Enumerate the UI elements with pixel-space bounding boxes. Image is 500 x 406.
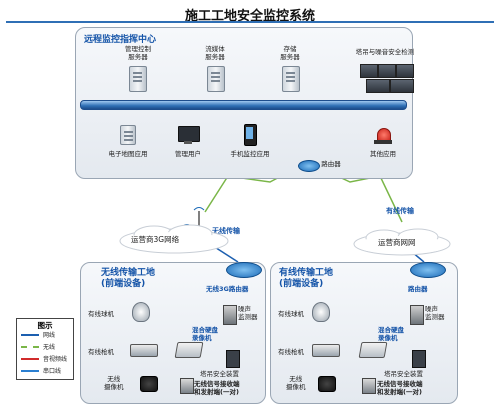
legend-swatch-serial: [21, 370, 39, 372]
alarm-base-icon: [374, 140, 392, 144]
wired-site-title: 有线传输工地 (前端设备): [279, 268, 334, 289]
3g-router-label: 无线3G路由器: [206, 285, 249, 293]
rack-icon: [396, 64, 414, 78]
receiver-icon[interactable]: [362, 378, 376, 394]
server-icon[interactable]: [129, 66, 147, 92]
3g-router-icon[interactable]: [226, 262, 262, 278]
client-label-mobile: 手机监控应用: [230, 150, 270, 158]
client-label-admin: 管理用户: [175, 150, 201, 158]
network-bus: [80, 100, 407, 110]
right-gun-cam-label: 有线枪机: [278, 348, 304, 356]
right-tower-label: 塔吊安全装置: [384, 370, 423, 378]
box-camera-icon[interactable]: [312, 344, 340, 357]
left-recorder-label: 混合硬盘 录像机: [192, 326, 218, 342]
noise-monitor-icon[interactable]: [223, 305, 237, 325]
legend-label-wireless: 无线: [43, 344, 56, 351]
page-title: 施工工地安全监控系统: [184, 9, 315, 24]
dvr-icon[interactable]: [358, 342, 388, 358]
rack-icon: [378, 64, 396, 78]
router-icon[interactable]: [298, 160, 320, 172]
left-gun-cam-label: 有线枪机: [88, 348, 114, 356]
legend-swatch-av: [21, 358, 39, 360]
wireless-camera-icon[interactable]: [140, 376, 158, 392]
phone-screen-icon: [246, 127, 253, 139]
title-underline: [6, 21, 494, 23]
noise-monitor-icon[interactable]: [410, 305, 424, 325]
router-label: 路由器: [321, 160, 341, 168]
monitor-stand-icon: [184, 141, 192, 144]
legend-label-av: 音视频线: [43, 356, 68, 363]
client-label-gis: 电子地图应用: [108, 150, 148, 158]
legend-title: 图示: [37, 321, 53, 330]
cloud-network-label: 运营商网网: [378, 238, 416, 247]
dvr-icon[interactable]: [174, 342, 204, 358]
left-receiver-label: 无线信号接收端 和发射端(一对): [194, 380, 240, 396]
cloud-3g-icon: [119, 224, 229, 254]
receiver-icon[interactable]: [180, 378, 194, 394]
rack-icon: [360, 64, 378, 78]
cloud-3g-label: 运营商3G网络: [131, 235, 180, 244]
legend-box: 图示 网线 无线 音视频线 串口线: [16, 318, 74, 380]
monitor-icon[interactable]: [178, 126, 200, 142]
legend-swatch-wireless: [21, 346, 39, 348]
wireless-site-panel: 无线传输工地 (前端设备): [80, 262, 266, 404]
right-receiver-label: 无线信号接收端 和发射端(一对): [377, 380, 423, 396]
server-label-mgmt: 管理控制 服务器: [125, 45, 151, 61]
wired-link-label: 有线传输: [386, 207, 414, 215]
wireless-camera-icon[interactable]: [318, 376, 336, 392]
tower-safety-icon[interactable]: [226, 350, 240, 368]
router-icon[interactable]: [410, 262, 446, 278]
tower-noise-label: 塔吊与噪音安全检测: [355, 48, 415, 56]
left-noise-label: 噪声 监测器: [238, 305, 258, 321]
rack-icon: [390, 79, 414, 93]
server-icon[interactable]: [207, 66, 225, 92]
wireless-site-title: 无线传输工地 (前端设备): [101, 268, 156, 289]
client-label-other: 其他应用: [370, 150, 396, 158]
left-ball-cam-label: 有线球机: [88, 310, 114, 318]
wireless-link-label: 无线传输: [212, 227, 240, 235]
server-label-storage: 存储 服务器: [280, 45, 300, 61]
rack-icon: [366, 79, 390, 93]
legend-label-lan: 网线: [43, 332, 56, 339]
server-label-stream: 流媒体 服务器: [205, 45, 225, 61]
antenna-icon: [193, 207, 205, 227]
tower-safety-icon[interactable]: [412, 350, 426, 368]
left-tower-label: 塔吊安全装置: [200, 370, 239, 378]
right-wireless-cam-label: 无线 摄像机: [286, 375, 306, 391]
box-camera-icon[interactable]: [130, 344, 158, 357]
wired-site-panel: 有线传输工地 (前端设备): [270, 262, 458, 404]
legend-swatch-lan: [21, 334, 39, 336]
command-center-title: 远程监控指挥中心: [84, 35, 157, 45]
dome-camera-icon[interactable]: [312, 302, 330, 322]
right-recorder-label: 混合硬盘 录像机: [378, 326, 404, 342]
left-wireless-cam-label: 无线 摄像机: [104, 375, 124, 391]
dome-camera-icon[interactable]: [132, 302, 150, 322]
legend-label-serial: 串口线: [43, 368, 62, 375]
right-noise-label: 噪声 监测器: [425, 305, 445, 321]
right-router-label: 路由器: [408, 285, 428, 293]
gis-workstation-icon[interactable]: [120, 125, 136, 145]
right-ball-cam-label: 有线球机: [278, 310, 304, 318]
cloud-network-icon: [353, 228, 451, 256]
server-icon[interactable]: [282, 66, 300, 92]
